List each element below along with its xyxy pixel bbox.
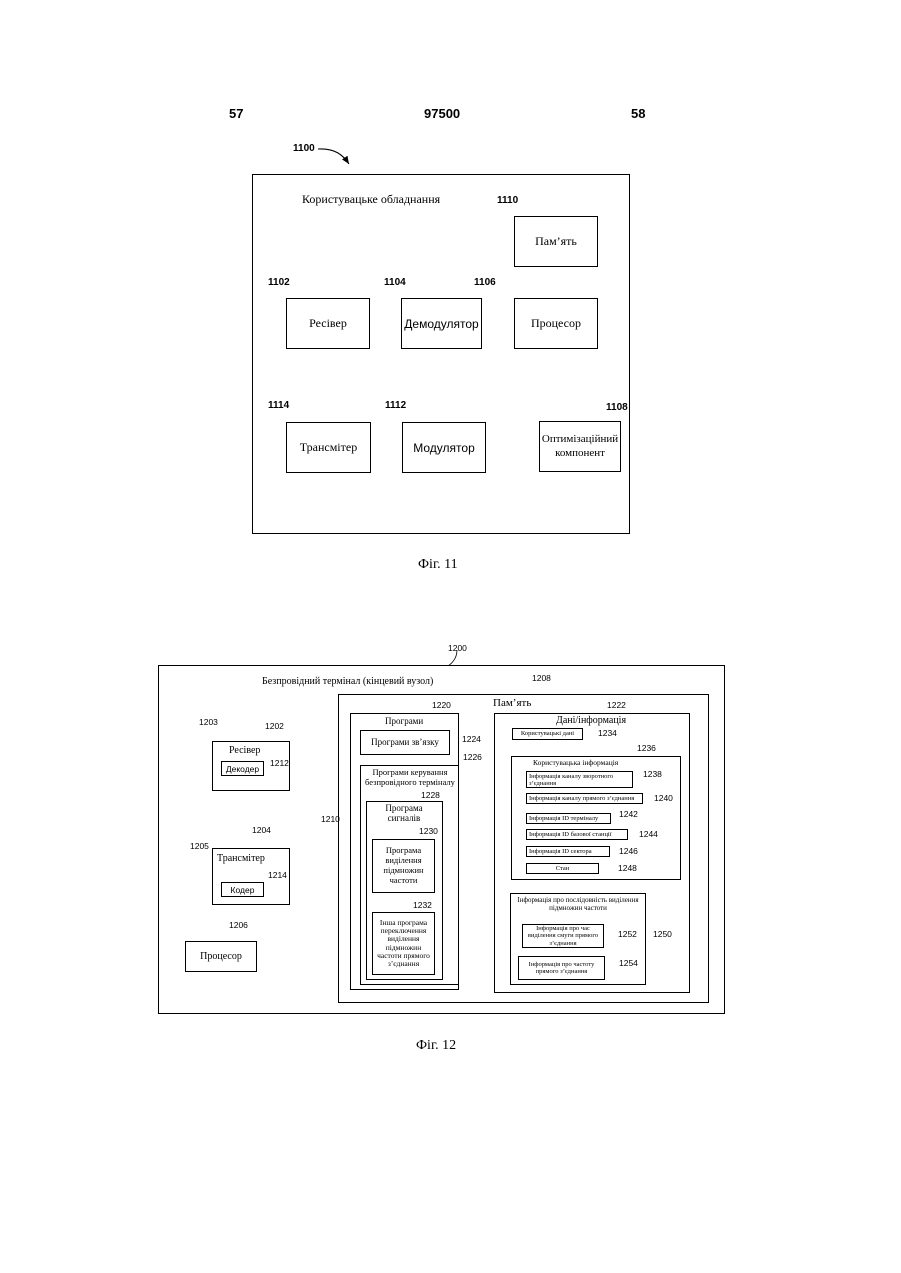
fig12-ref-1226: 1226 (463, 752, 482, 762)
fig12-ref-1228: 1228 (421, 790, 440, 800)
fig12-ref-1230: 1230 (419, 826, 438, 836)
fig12-user-info-label: Користувацька інформація (533, 759, 618, 767)
fig12-decoder-block: Декодер (221, 761, 264, 776)
fig12-transmitter-label: Трансмітер (217, 853, 265, 865)
fig12-ref-1200: 1200 (448, 643, 467, 653)
fig12-signal-program-label: Програма сигналів (374, 803, 434, 824)
fig12-title: Безпровідний термінал (кінцевий вузол) (262, 676, 433, 688)
fig12-ref-1254: 1254 (619, 958, 638, 968)
fig12-comm-programs-block: Програми зв’язку (360, 730, 450, 755)
fig12-other-program-label: Інша програма переключення виділення під… (373, 919, 434, 969)
fig12-ref-1240: 1240 (654, 793, 673, 803)
fig12-encoder-label: Кодер (231, 885, 255, 895)
fig12-control-programs-label: Програми керування безпровідного терміна… (363, 768, 457, 788)
fig12-user-info-item-1: Інформація каналу прямого з’єднання (526, 793, 643, 804)
fig12-other-program-block: Інша програма переключення виділення під… (372, 912, 435, 975)
fig12-programs-label: Програми (385, 716, 423, 726)
fig12-alloc-program-block: Програма виділення підмножин частоти (372, 839, 435, 893)
fig12-ref-1224: 1224 (462, 734, 481, 744)
fig12-ref-1238: 1238 (643, 769, 662, 779)
fig12-ref-1234: 1234 (598, 728, 617, 738)
fig12-ref-1206: 1206 (229, 920, 248, 930)
fig12-receiver-label: Ресівер (229, 745, 260, 757)
fig12-ref-1208: 1208 (532, 673, 551, 683)
fig12-ref-1242: 1242 (619, 809, 638, 819)
fig12-ref-1205: 1205 (190, 841, 209, 851)
fig12-ref-1236: 1236 (637, 743, 656, 753)
fig12-ref-1203: 1203 (199, 717, 218, 727)
fig12-seq-time-block: Інформація про час виділення смуги прямо… (522, 924, 604, 948)
fig12-user-data-block: Користувацькі дані (512, 728, 583, 740)
fig12-caption: Фіг. 12 (416, 1038, 456, 1054)
fig12-seq-info-label: Інформація про послідовність виділення п… (513, 897, 643, 912)
fig12-user-info-item-2-label: Інформація ID терміналу (529, 815, 598, 822)
fig12-seq-freq-block: Інформація про частоту прямого з’єднання (518, 956, 605, 980)
fig12-user-info-item-1-label: Інформація каналу прямого з’єднання (529, 795, 634, 802)
fig12-processor-block: Процесор (185, 941, 257, 972)
fig12-ref-1212: 1212 (270, 758, 289, 768)
fig12-user-info-item-4: Інформація ID сектора (526, 846, 610, 857)
fig12-alloc-program-label: Програма виділення підмножин частоти (373, 846, 434, 885)
fig12-user-info-item-3: Інформація ID базової станції (526, 829, 628, 840)
fig12-comm-programs-label: Програми зв’язку (371, 737, 439, 747)
fig12-seq-time-label: Інформація про час виділення смуги прямо… (523, 925, 603, 946)
fig12-processor-label: Процесор (200, 951, 242, 962)
fig12-ref-1250: 1250 (653, 929, 672, 939)
fig12-encoder-block: Кодер (221, 882, 264, 897)
fig12-user-info-item-0: Інформація каналу зворотного з’єднання (526, 771, 633, 788)
fig12-ref-1232: 1232 (413, 900, 432, 910)
fig12-user-data-label: Користувацькі дані (521, 730, 574, 737)
fig12-user-info-item-3-label: Інформація ID базової станції (529, 831, 612, 838)
fig12-ref-1252: 1252 (618, 929, 637, 939)
fig12-ref-1214: 1214 (268, 870, 287, 880)
fig12-user-info-item-0-label: Інформація каналу зворотного з’єднання (529, 773, 613, 787)
fig12-ref-1204: 1204 (252, 825, 271, 835)
fig12-ref-1202: 1202 (265, 721, 284, 731)
fig12-ref-1220: 1220 (432, 700, 451, 710)
fig12-user-info-item-5-label: Стан (556, 865, 570, 872)
fig12-ref-1222: 1222 (607, 700, 626, 710)
fig12-user-info-item-5: Стан (526, 863, 599, 874)
fig12-ref-1246: 1246 (619, 846, 638, 856)
fig12-seq-freq-label: Інформація про частоту прямого з’єднання (519, 961, 604, 975)
fig12-ref-1248: 1248 (618, 863, 637, 873)
fig12-memory-label: Пам’ять (493, 697, 531, 710)
fig12-user-info-item-2: Інформація ID терміналу (526, 813, 611, 824)
fig12-data-label: Дані/інформація (556, 715, 626, 727)
fig12-user-info-item-4-label: Інформація ID сектора (529, 848, 592, 855)
fig12-ref-1244: 1244 (639, 829, 658, 839)
fig12-decoder-label: Декодер (226, 764, 259, 774)
fig12-ref-1210: 1210 (321, 814, 340, 824)
